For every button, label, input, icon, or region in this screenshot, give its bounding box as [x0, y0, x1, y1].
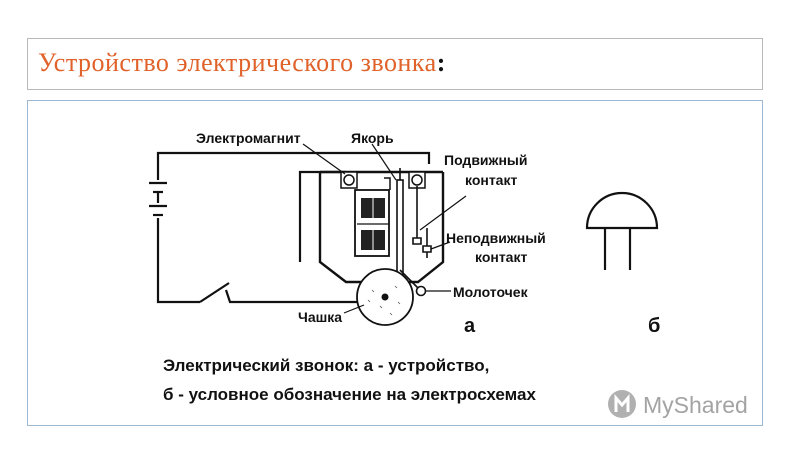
pointer-electromagnet [302, 143, 346, 175]
terminal-right [408, 171, 426, 189]
terminal-left [340, 171, 358, 189]
pointer-armature [371, 143, 397, 181]
wire-left-down [156, 218, 200, 304]
electromagnet [354, 177, 391, 257]
slide-title: Устройство электрического звонка: [38, 48, 446, 78]
content-box [27, 100, 763, 426]
battery-symbol [149, 181, 167, 217]
label-armature: Якорь [351, 130, 394, 146]
caption-line-2: б - условное обозначение на электросхема… [163, 385, 536, 404]
label-hammer: Молоточек [453, 284, 529, 300]
wire-bottom [224, 289, 361, 304]
wire-top [156, 151, 431, 180]
slide-title-text: Устройство электрического звонка [38, 48, 437, 77]
bell-cup [356, 268, 414, 326]
label-movable-contact-2: контакт [465, 172, 517, 188]
pointer-fixed-contact [430, 241, 451, 250]
caption-line-1: Электрический звонок: а - устройство, [163, 356, 489, 375]
title-box: Устройство электрического звонка: [27, 38, 763, 90]
label-fixed-contact-1: Неподвижный [446, 230, 546, 246]
pointer-cup [343, 304, 365, 314]
wire-to-magnet [298, 170, 345, 262]
label-electromagnet: Электромагнит [196, 130, 301, 146]
hammer [399, 269, 427, 297]
bell-symbol [585, 191, 659, 270]
fixed-contact [422, 228, 432, 258]
label-movable-contact-1: Подвижный [444, 152, 527, 168]
watermark-logo-icon [608, 390, 636, 418]
switch-symbol [199, 282, 230, 303]
watermark-text: MyShared [643, 392, 748, 418]
label-fixed-contact-2: контакт [475, 249, 527, 265]
label-cup: Чашка [298, 309, 342, 325]
slide-title-colon: : [436, 48, 446, 77]
pointer-movable-contact [419, 195, 467, 231]
movable-contact [412, 186, 422, 245]
label-part-b: б [648, 315, 660, 337]
label-part-a: а [464, 315, 476, 337]
watermark: MyShared [608, 390, 748, 418]
armature [396, 168, 404, 277]
